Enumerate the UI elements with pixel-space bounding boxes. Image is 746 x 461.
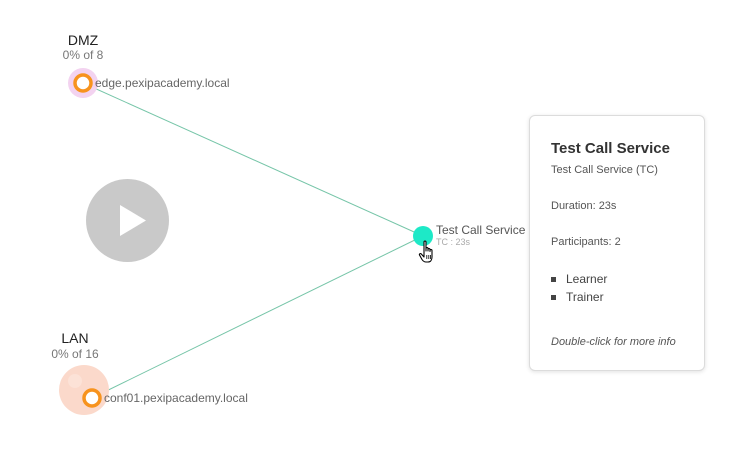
node-label-conf01: conf01.pexipacademy.local [104,391,248,405]
tooltip-participants: Participants: 2 [551,236,621,248]
conference-label: Test Call Service [436,223,526,237]
participant-list: Learner Trainer [551,270,684,306]
location-name-lan: LAN [61,330,89,346]
play-button[interactable] [86,179,169,262]
participant-item: Learner [551,270,684,288]
tooltip-hint: Double-click for more info [551,336,676,348]
location-usage-lan: 0% of 16 [51,347,99,361]
link-dmz-to-conference [82,82,424,237]
conference-node[interactable] [413,226,433,246]
node-edge[interactable] [68,68,98,98]
node-label-edge: edge.pexipacademy.local [95,76,230,90]
bullet-icon [551,277,556,282]
play-icon [120,205,146,236]
bullet-icon [551,295,556,300]
participant-item: Trainer [551,288,684,306]
hand-pointer-icon [418,240,433,263]
link-lan-to-conference [91,235,424,399]
location-name-dmz: DMZ [67,32,99,48]
tooltip-title: Test Call Service [551,140,670,157]
conference-sublabel: TC : 23s [436,237,471,247]
tooltip-duration: Duration: 23s [551,200,617,212]
location-usage-dmz: 0% of 8 [62,48,104,62]
tooltip-subtitle: Test Call Service (TC) [551,164,658,176]
conference-tooltip: Test Call Service Test Call Service (TC)… [529,115,705,371]
node-conf01[interactable] [59,365,109,415]
